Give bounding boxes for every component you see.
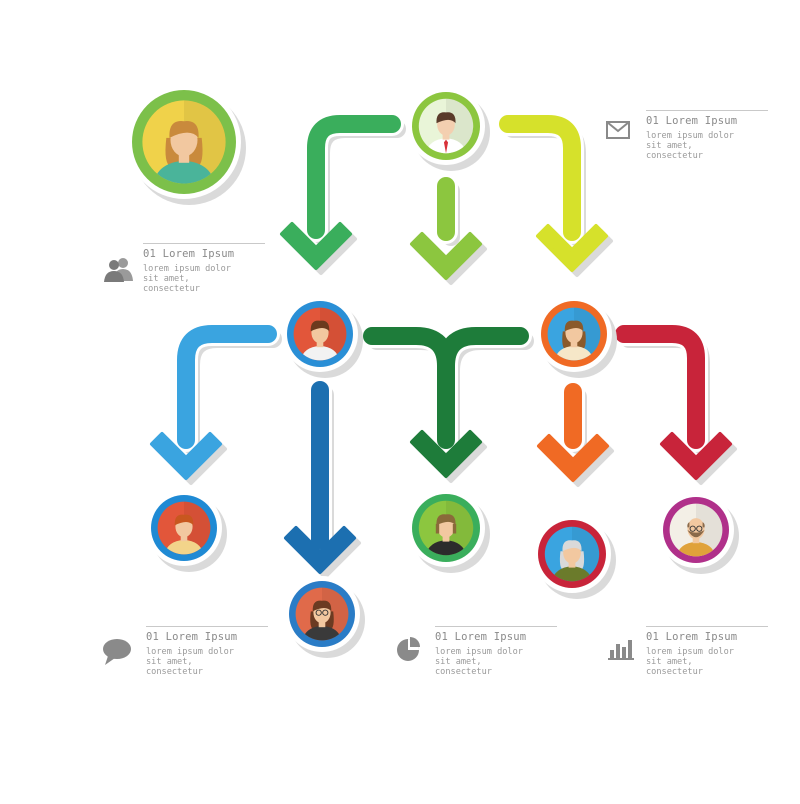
avatar-man-tie-top	[407, 87, 490, 171]
avatar-man-red-bg	[282, 296, 363, 378]
bar-chart-icon	[606, 636, 640, 666]
arrow-top-left-outline	[304, 112, 404, 242]
mail-icon	[604, 118, 638, 148]
arrow-top-left	[280, 115, 401, 270]
note-body: lorem ipsum dolor sit amet, consectetur	[146, 647, 234, 677]
arrow-mid-right	[615, 325, 732, 480]
arrow-top-center	[410, 177, 482, 280]
note-title: 01 Lorem Ipsum	[143, 248, 235, 260]
note-title: 01 Lorem Ipsum	[646, 631, 738, 643]
note-bottom-center: 01 Lorem Ipsum lorem ipsum dolor sit ame…	[435, 626, 557, 677]
avatar-woman-gray-hair	[533, 515, 616, 599]
avatar-boy-red-hair	[146, 490, 227, 572]
note-title: 01 Lorem Ipsum	[435, 631, 527, 643]
users-icon	[102, 255, 136, 285]
note-top-right: 01 Lorem Ipsum lorem ipsum dolor sit ame…	[646, 110, 768, 161]
avatar-woman-orange-ring	[536, 296, 617, 378]
note-body: lorem ipsum dolor sit amet, consectetur	[646, 131, 734, 161]
note-body: lorem ipsum dolor sit amet, consectetur	[646, 647, 734, 677]
arrow-mid-right-outline	[612, 322, 708, 452]
pie-chart-icon	[393, 634, 427, 664]
avatar-woman-green-bg	[407, 489, 490, 573]
avatar-woman-glasses	[284, 576, 365, 658]
arrow-top-right	[499, 115, 608, 272]
note-body: lorem ipsum dolor sit amet, consectetur	[435, 647, 523, 677]
speech-bubble-icon	[100, 636, 134, 666]
arrow-mid-navy	[284, 381, 356, 574]
note-bottom-left: 01 Lorem Ipsum lorem ipsum dolor sit ame…	[146, 626, 268, 677]
note-left-middle: 01 Lorem Ipsum lorem ipsum dolor sit ame…	[143, 243, 265, 294]
avatar-woman-blonde-large	[127, 85, 246, 205]
note-body: lorem ipsum dolor sit amet, consectetur	[143, 264, 231, 294]
note-title: 01 Lorem Ipsum	[146, 631, 238, 643]
note-title: 01 Lorem Ipsum	[646, 115, 738, 127]
arrow-mid-orange	[537, 383, 609, 482]
avatar-man-beard-glasses	[658, 492, 739, 574]
arrow-mid-left	[150, 325, 277, 480]
note-bottom-right: 01 Lorem Ipsum lorem ipsum dolor sit ame…	[646, 626, 768, 677]
arrow-mid-split	[363, 327, 529, 478]
